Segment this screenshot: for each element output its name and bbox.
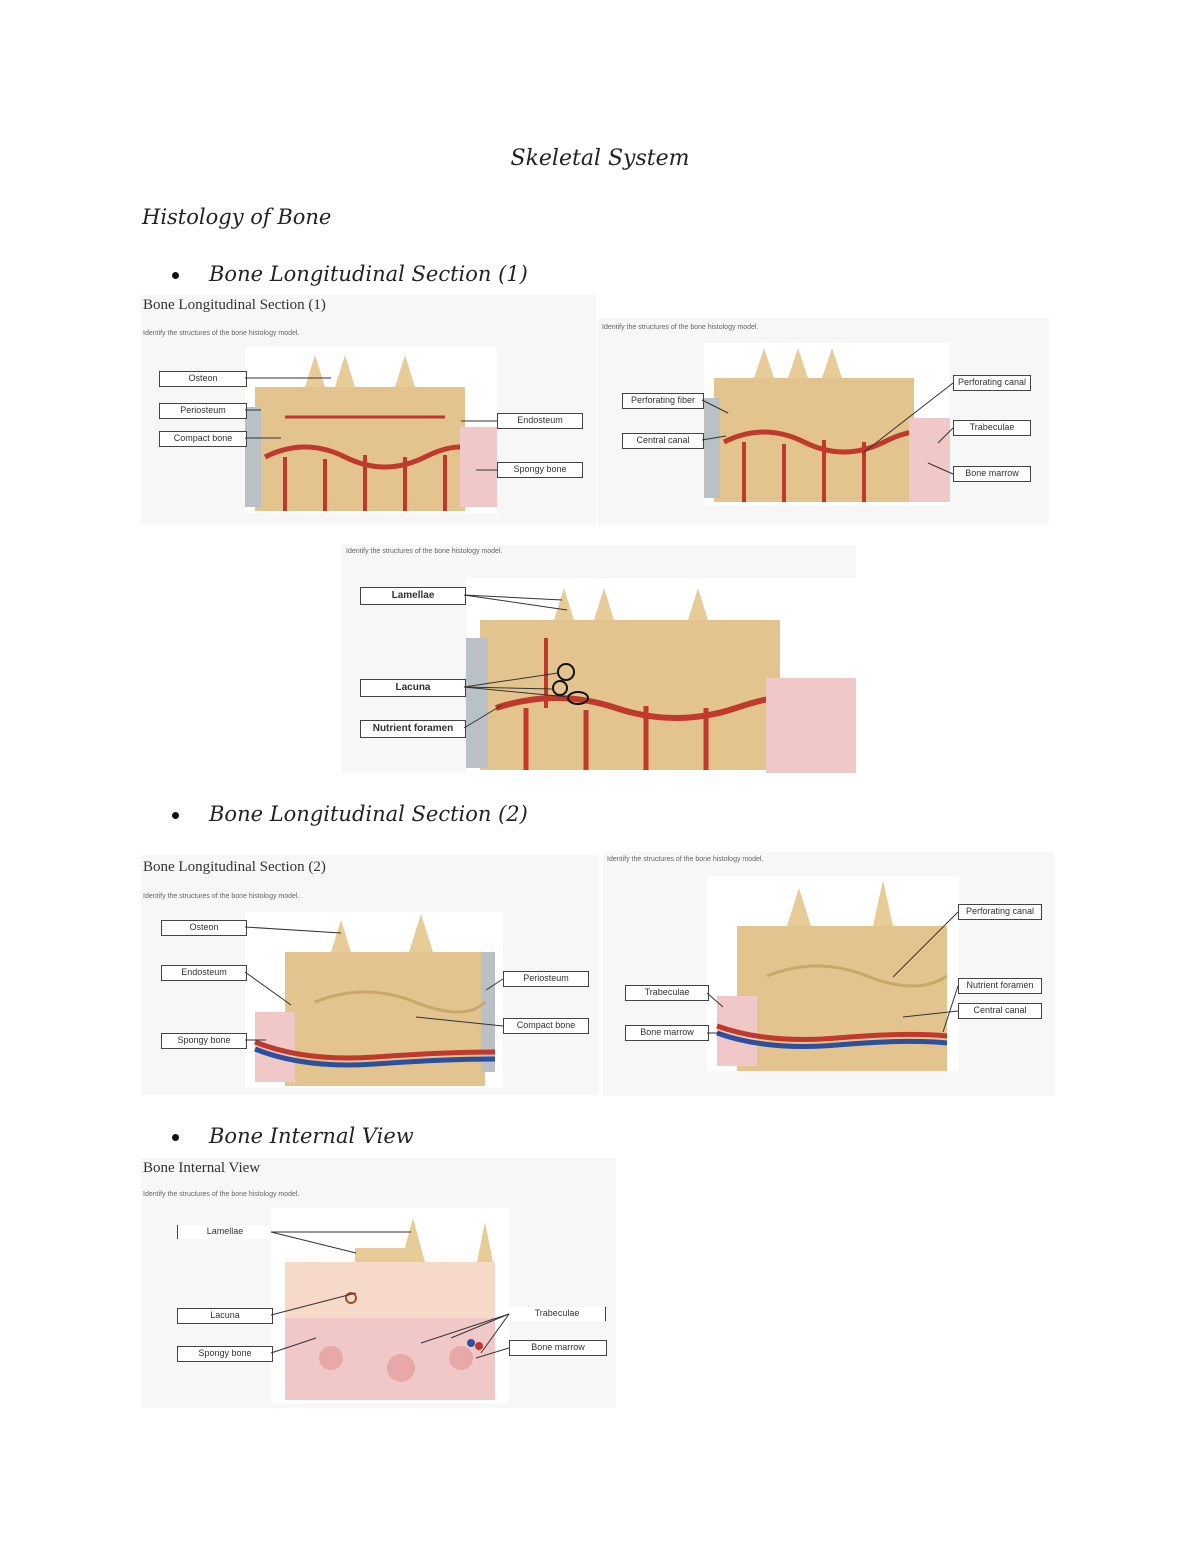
document-title: Skeletal System <box>510 146 690 171</box>
panel-title: Bone Longitudinal Section (2) <box>143 859 326 875</box>
panel-subtitle: Identify the structures of the bone hist… <box>143 1191 300 1198</box>
bullet-dot <box>172 1134 179 1141</box>
label-trabeculae: Trabeculae <box>953 420 1031 436</box>
bone-model-illustration <box>245 355 497 511</box>
label-trabeculae: Trabeculae <box>625 985 709 1001</box>
label-bone-marrow: Bone marrow <box>953 466 1031 482</box>
figure-panel-2: Identify the structures of the bone hist… <box>598 318 1049 525</box>
bone-model-image <box>245 347 497 513</box>
label-bone-marrow: Bone marrow <box>509 1340 607 1356</box>
label-spongy-bone: Spongy bone <box>161 1033 247 1049</box>
bone-model-image <box>245 912 503 1088</box>
bullet-text: Bone Longitudinal Section (2) <box>209 802 528 826</box>
label-perforating-fiber: Perforating fiber <box>622 393 704 409</box>
bullet-text: Bone Longitudinal Section (1) <box>209 262 528 286</box>
label-nutrient-foramen: Nutrient foramen <box>958 978 1042 994</box>
label-spongy-bone: Spongy bone <box>177 1346 273 1362</box>
bullet-dot <box>172 272 179 279</box>
bone-model-image <box>704 342 950 505</box>
bone-model-illustration <box>254 914 496 1086</box>
panel-subtitle: Identify the structures of the bone hist… <box>346 548 503 555</box>
bone-model-image <box>466 578 856 773</box>
bone-model-illustration <box>466 588 856 773</box>
label-perforating-canal: Perforating canal <box>953 375 1031 391</box>
bullet-section-3: Bone Internal View <box>172 1124 414 1148</box>
panel-subtitle: Identify the structures of the bone hist… <box>143 330 300 337</box>
panel-subtitle: Identify the structures of the bone hist… <box>143 893 300 900</box>
label-lamellae: Lamellae <box>360 587 466 605</box>
bullet-section-2: Bone Longitudinal Section (2) <box>172 802 528 826</box>
bone-model-image <box>707 876 959 1071</box>
label-osteon: Osteon <box>161 920 247 936</box>
bone-model-illustration <box>285 1218 495 1400</box>
label-lacuna: Lacuna <box>360 679 466 697</box>
label-endosteum: Endosteum <box>497 413 583 429</box>
bone-model-illustration <box>716 880 948 1071</box>
panel-subtitle: Identify the structures of the bone hist… <box>607 856 764 863</box>
label-endosteum: Endosteum <box>161 965 247 981</box>
label-lamellae: Lamellae <box>177 1225 272 1239</box>
panel-title: Bone Longitudinal Section (1) <box>143 297 326 313</box>
bullet-text: Bone Internal View <box>209 1124 414 1148</box>
label-perforating-canal: Perforating canal <box>958 904 1042 920</box>
bullet-dot <box>172 812 179 819</box>
label-bone-marrow: Bone marrow <box>625 1025 709 1041</box>
label-trabeculae: Trabeculae <box>509 1307 606 1321</box>
label-periosteum: Periosteum <box>503 971 589 987</box>
section-heading: Histology of Bone <box>142 205 332 229</box>
label-compact-bone: Compact bone <box>503 1018 589 1034</box>
label-osteon: Osteon <box>159 371 247 387</box>
bone-model-image <box>271 1208 509 1403</box>
panel-title: Bone Internal View <box>143 1160 261 1176</box>
label-periosteum: Periosteum <box>159 403 247 419</box>
figure-panel-3: Identify the structures of the bone hist… <box>342 545 856 773</box>
label-nutrient-foramen: Nutrient foramen <box>360 720 466 738</box>
label-central-canal: Central canal <box>622 433 704 449</box>
label-central-canal: Central canal <box>958 1003 1042 1019</box>
figure-panel-4: Bone Longitudinal Section (2) Identify t… <box>141 855 599 1095</box>
figure-panel-1: Bone Longitudinal Section (1) Identify t… <box>141 295 596 525</box>
label-spongy-bone: Spongy bone <box>497 462 583 478</box>
label-compact-bone: Compact bone <box>159 431 247 447</box>
figure-panel-6: Bone Internal View Identify the structur… <box>141 1158 616 1408</box>
bone-model-illustration <box>704 348 950 502</box>
label-lacuna: Lacuna <box>177 1308 273 1324</box>
figure-panel-5: Identify the structures of the bone hist… <box>603 852 1054 1096</box>
bullet-section-1: Bone Longitudinal Section (1) <box>172 262 528 286</box>
panel-subtitle: Identify the structures of the bone hist… <box>602 324 759 331</box>
